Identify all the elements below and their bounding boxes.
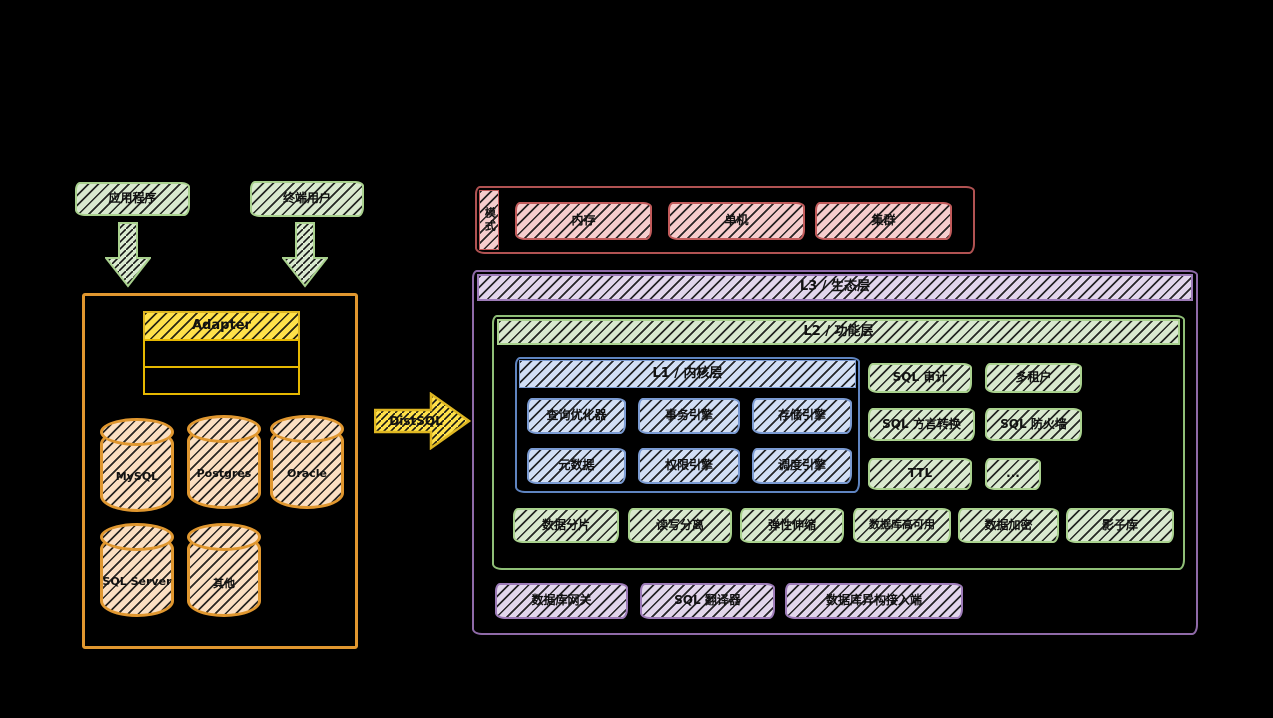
l1-border [515,357,860,493]
feature-label: SQL 防火墙 [1000,416,1067,431]
feature-sql-dialect-translate: SQL 方言转换 [868,408,975,441]
feature-label: SQL 审计 [892,370,948,385]
mode-option-label: 内存 [571,213,596,228]
adapter-row [143,339,300,368]
kernel-label: 事务引擎 [664,408,713,423]
eco-label: 数据库网关 [531,593,592,608]
cylinder-top [187,523,261,551]
feature-shadow-db: 影子库 [1066,508,1174,543]
db-cylinder-postgres: Postgres [187,415,261,509]
l2-border [492,315,1185,570]
feature-db-high-availability: 数据库高可用 [853,508,951,543]
client-user-label: 终端用户 [282,191,331,206]
db-label: MySQL [115,469,159,483]
cylinder-top [100,523,174,551]
l2-feature-layer: L2 / 功能层 L1 / 内核层 查询优化器 事务引擎 存储引擎 元数据 [492,315,1185,570]
kernel-label: 存储引擎 [777,408,826,423]
feature-label: 影子库 [1101,517,1138,532]
kernel-transaction-engine: 事务引擎 [638,398,740,434]
right-arrow-icon: DistSQL [373,391,472,451]
db-label: SQL Server [102,574,172,588]
cylinder-top [100,418,174,446]
feature-elastic-scaling: 弹性伸缩 [740,508,844,543]
l3-ecosystem-layer: L3 / 生态层 L2 / 功能层 L1 / 内核层 查询优化器 事务引擎 [472,270,1198,635]
mode-option-cluster: 集群 [815,202,952,240]
client-user-box: 终端用户 [250,181,364,217]
feature-label: SQL 方言转换 [882,416,961,431]
feature-label: ... [1006,466,1020,481]
db-cylinder-mysql: MySQL [100,418,174,512]
eco-label: 数据库异构接入端 [825,593,922,608]
feature-read-write-split: 读写分离 [628,508,732,543]
client-app-label: 应用程序 [108,191,157,206]
mode-option-standalone: 单机 [668,202,805,240]
mode-side-strip: 模式 [479,190,499,250]
db-label: 其他 [213,576,235,590]
flow-arrow-label: DistSQL [389,414,443,428]
client-app-box: 应用程序 [75,182,190,216]
l3-title: L3 / 生态层 [799,279,871,295]
eco-label: SQL 翻译器 [674,593,741,608]
adapter-header: Adapter [143,311,300,341]
feature-label: 读写分离 [655,517,704,532]
down-arrow-icon [280,222,330,288]
l2-header: L2 / 功能层 [497,319,1180,345]
eco-sql-translator: SQL 翻译器 [640,583,775,619]
feature-label: 多租户 [1015,370,1052,385]
l3-header: L3 / 生态层 [477,274,1193,301]
feature-label: 数据加密 [984,517,1033,532]
kernel-scheduler-engine: 调度引擎 [752,448,852,484]
db-label: Postgres [196,466,252,480]
mode-option-label: 集群 [871,213,896,228]
feature-multi-tenant: 多租户 [985,363,1082,393]
kernel-label: 查询优化器 [546,408,607,423]
mode-panel-border [475,186,975,254]
db-label: Oracle [287,466,327,480]
l1-header: L1 / 内核层 [519,360,856,388]
feature-sql-audit: SQL 审计 [868,363,972,393]
kernel-label: 权限引擎 [664,458,713,473]
adapter-row [143,366,300,395]
l2-title: L2 / 功能层 [803,323,874,339]
feature-more: ... [985,458,1041,490]
storage-container [82,293,358,649]
kernel-label: 调度引擎 [777,458,826,473]
adapter-table: Adapter [143,311,300,395]
feature-ttl: TTL [868,458,972,490]
kernel-metadata: 元数据 [527,448,626,484]
db-cylinder-oracle: Oracle [270,415,344,509]
mode-side-label: 模式 [483,207,497,233]
feature-data-sharding: 数据分片 [513,508,619,543]
cylinder-top [187,415,261,443]
feature-label: 数据库高可用 [869,518,935,532]
feature-label: 数据分片 [541,517,590,532]
l1-title: L1 / 内核层 [652,365,723,381]
l1-kernel-layer: L1 / 内核层 查询优化器 事务引擎 存储引擎 元数据 权限引擎 [515,357,860,493]
feature-label: TTL [907,466,933,481]
eco-db-gateway: 数据库网关 [495,583,628,619]
adapter-title: Adapter [192,317,251,333]
db-cylinder-other: 其他 [187,523,261,617]
db-cylinder-sqlserver: SQL Server [100,523,174,617]
feature-label: 弹性伸缩 [767,517,816,532]
kernel-storage-engine: 存储引擎 [752,398,852,434]
kernel-authority-engine: 权限引擎 [638,448,740,484]
eco-heterogeneous-endpoint: 数据库异构接入端 [785,583,963,619]
mode-option-label: 单机 [724,213,749,228]
mode-panel: 模式 内存 单机 集群 [475,186,975,254]
cylinder-top [270,415,344,443]
feature-data-encryption: 数据加密 [958,508,1059,543]
l3-border [472,270,1198,635]
feature-sql-firewall: SQL 防火墙 [985,408,1082,441]
kernel-label: 元数据 [558,458,595,473]
mode-option-memory: 内存 [515,202,652,240]
kernel-query-optimizer: 查询优化器 [527,398,626,434]
down-arrow-icon [103,222,153,288]
